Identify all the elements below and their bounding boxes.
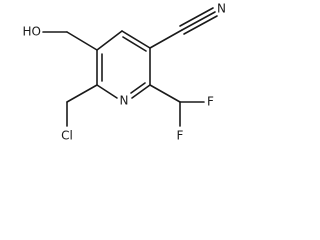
bond-nitrile-triple-2 xyxy=(179,7,214,27)
substituent-bonds xyxy=(42,7,218,127)
bond-nitrile-triple-1 xyxy=(181,11,216,31)
bond-c6-n1-double xyxy=(130,82,146,94)
ring-nitrogen-label: N xyxy=(120,94,129,108)
bond-c6-chf2 xyxy=(149,84,181,103)
bond-c4-c5-double xyxy=(122,36,147,52)
chlorine-label: Cl xyxy=(61,129,73,143)
pyridine-ring xyxy=(96,30,151,99)
bond-c2-ch2cl xyxy=(66,84,98,103)
bond-n1-c2 xyxy=(96,84,118,99)
bond-c6-n1 xyxy=(131,84,151,99)
bond-c3-c4 xyxy=(96,30,123,51)
chemical-structure: HO Cl N N F F xyxy=(23,2,226,143)
bond-c5-nitrile xyxy=(149,29,183,49)
fluorine-upper-label: F xyxy=(207,95,214,109)
bond-c3-ch2 xyxy=(66,31,98,51)
hydroxyl-label: HO xyxy=(23,25,41,39)
nitrile-nitrogen-label: N xyxy=(217,2,226,16)
bond-nitrile-triple-3 xyxy=(183,15,218,35)
atom-labels: HO Cl N N F F xyxy=(23,2,226,143)
fluorine-lower-label: F xyxy=(177,129,184,143)
bond-c4-c5 xyxy=(121,30,151,49)
